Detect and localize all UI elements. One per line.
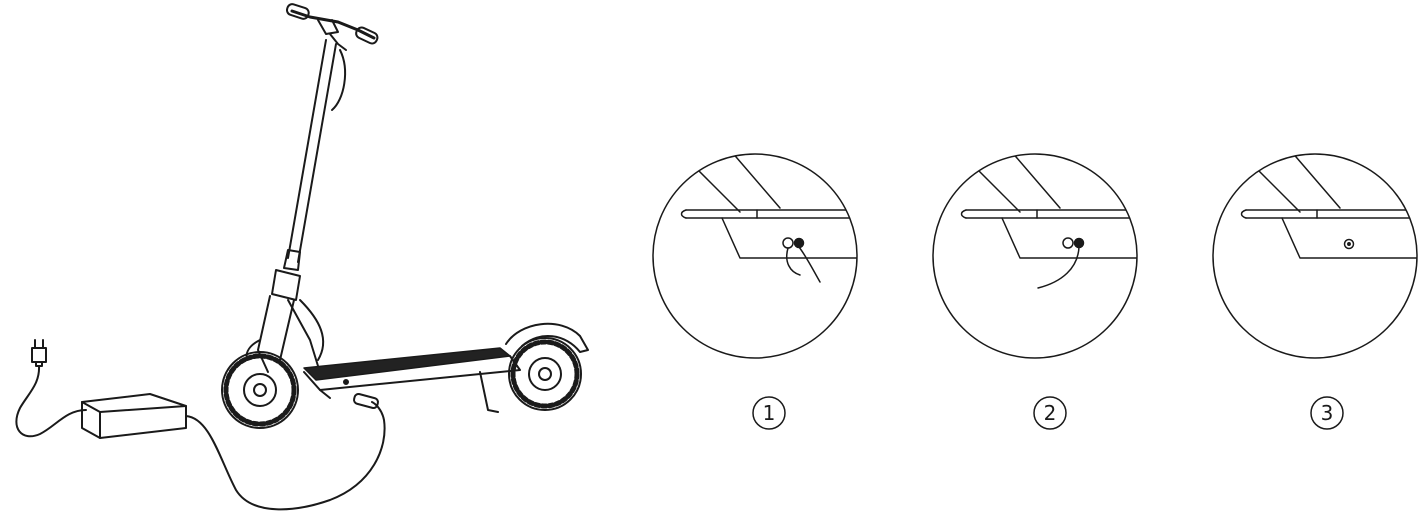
charging-plug	[353, 392, 379, 410]
power-adapter	[81, 393, 187, 439]
step-number-1: 1	[763, 401, 776, 425]
rear-wheel	[508, 337, 582, 411]
detail-step-2	[932, 153, 1138, 359]
charging-port-closed	[1343, 238, 1355, 250]
kickstand	[479, 371, 499, 413]
electric-scooter	[221, 3, 589, 429]
detail-step-1	[652, 153, 858, 359]
charging-plug-cable	[1037, 246, 1080, 289]
steering-stem	[271, 39, 347, 301]
detail-step-3	[1212, 153, 1418, 359]
ac-cord	[15, 365, 87, 438]
wall-plug-icon	[31, 339, 47, 367]
frame-neck	[287, 299, 319, 367]
front-fork	[245, 295, 295, 373]
step-number-2: 2	[1044, 401, 1057, 425]
deck	[303, 347, 521, 399]
rear-fender	[505, 322, 589, 353]
front-wheel	[221, 351, 299, 429]
step-label-1: 1	[752, 396, 786, 430]
charger	[15, 339, 386, 511]
charging-cap-strap	[798, 246, 821, 283]
step-label-3: 3	[1310, 396, 1344, 430]
dc-cable	[185, 401, 386, 511]
handlebar	[285, 3, 379, 51]
step-number-3: 3	[1321, 401, 1334, 425]
step-label-2: 2	[1033, 396, 1067, 430]
